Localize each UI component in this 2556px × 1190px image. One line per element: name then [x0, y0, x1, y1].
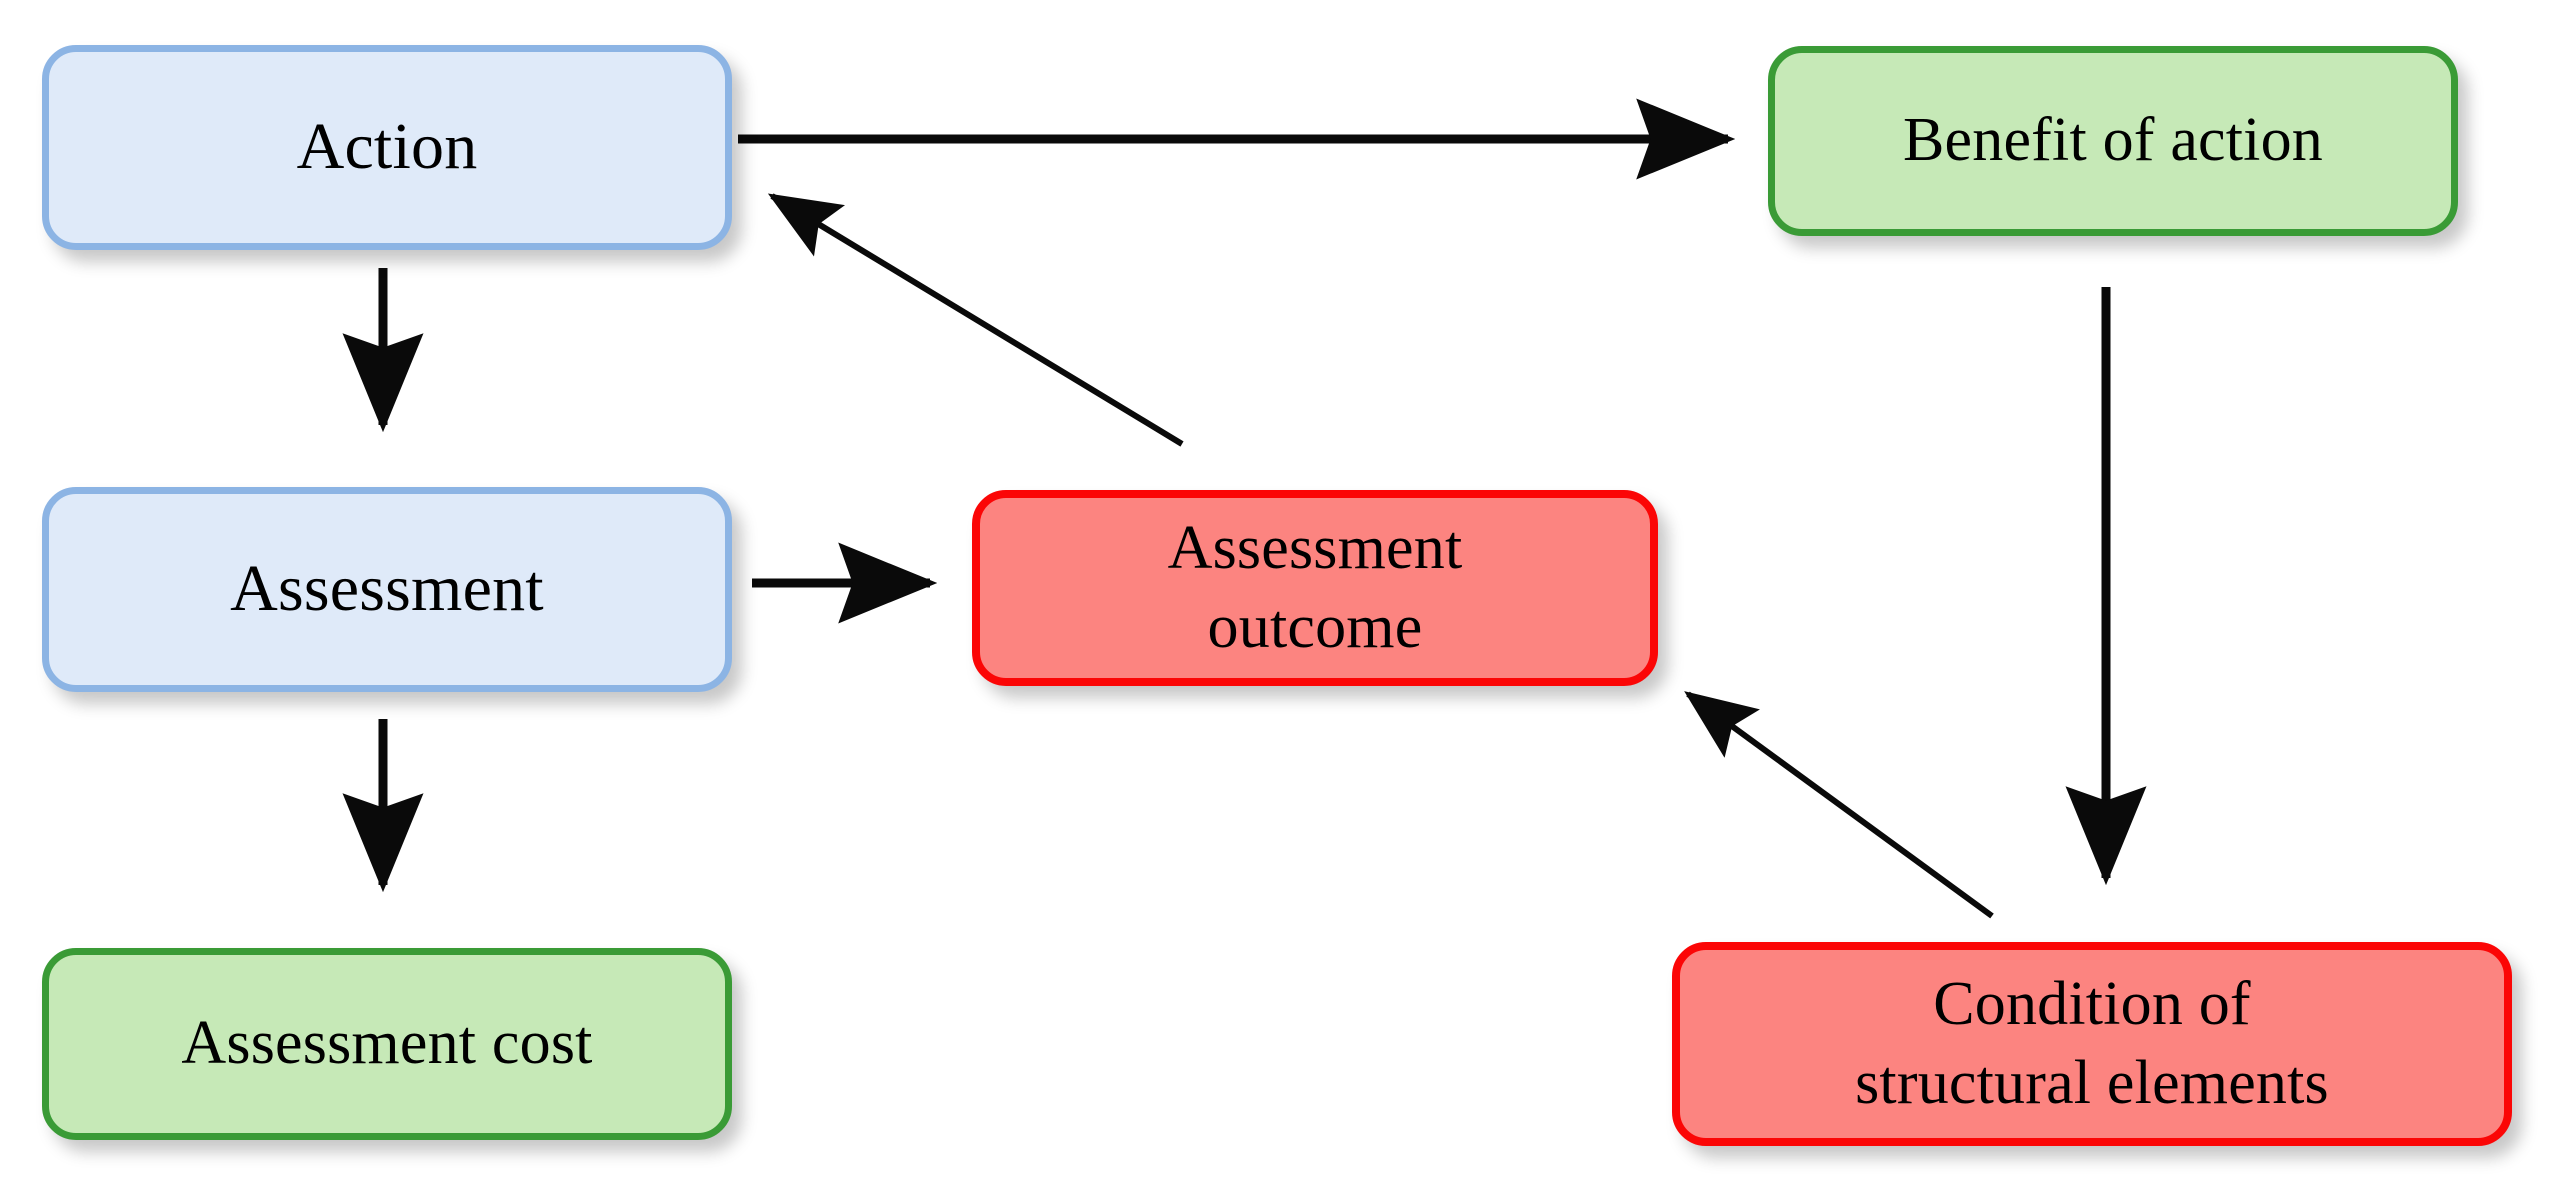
node-assessment-outcome[interactable]: Assessment outcome	[972, 490, 1658, 686]
node-assessment-cost-label: Assessment cost	[181, 1009, 593, 1078]
edge-condition-to-outcome	[1684, 691, 1994, 919]
node-assessment-label: Assessment	[230, 552, 544, 626]
node-assessment-cost[interactable]: Assessment cost	[42, 948, 732, 1140]
node-action[interactable]: Action	[42, 45, 732, 250]
node-condition-of-structural-elements-label: Condition of structural elements	[1855, 969, 2329, 1117]
edge-outcome-to-action	[767, 193, 1184, 447]
node-assessment[interactable]: Assessment	[42, 487, 732, 692]
node-benefit-of-action[interactable]: Benefit of action	[1768, 46, 2458, 236]
node-action-label: Action	[296, 110, 478, 184]
node-assessment-outcome-label: Assessment outcome	[1167, 513, 1463, 661]
node-condition-of-structural-elements[interactable]: Condition of structural elements	[1672, 942, 2512, 1146]
node-benefit-of-action-label: Benefit of action	[1902, 106, 2324, 175]
